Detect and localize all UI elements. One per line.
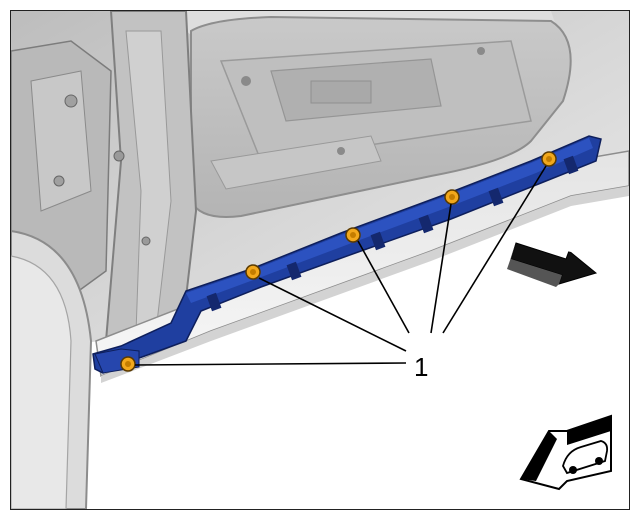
arrow-right-down-icon bbox=[507, 236, 598, 287]
leader-line bbox=[134, 362, 407, 366]
vehicle-body-shell bbox=[11, 11, 629, 509]
fastener bbox=[541, 151, 557, 167]
leader-line bbox=[258, 277, 407, 352]
leader-line bbox=[442, 165, 547, 334]
vehicle-sill-illustration bbox=[11, 11, 629, 509]
fastener bbox=[120, 356, 136, 372]
fasteners bbox=[120, 151, 557, 372]
car-front-arrow-icon bbox=[519, 414, 612, 491]
fastener bbox=[345, 227, 361, 243]
callout-leader-lines bbox=[134, 165, 547, 366]
fastener bbox=[444, 189, 460, 205]
leader-line bbox=[430, 203, 452, 334]
fastener bbox=[245, 264, 261, 280]
diagram-frame: 1 bbox=[10, 10, 630, 510]
callout-label-1: 1 bbox=[414, 352, 429, 382]
leader-line bbox=[357, 240, 410, 334]
